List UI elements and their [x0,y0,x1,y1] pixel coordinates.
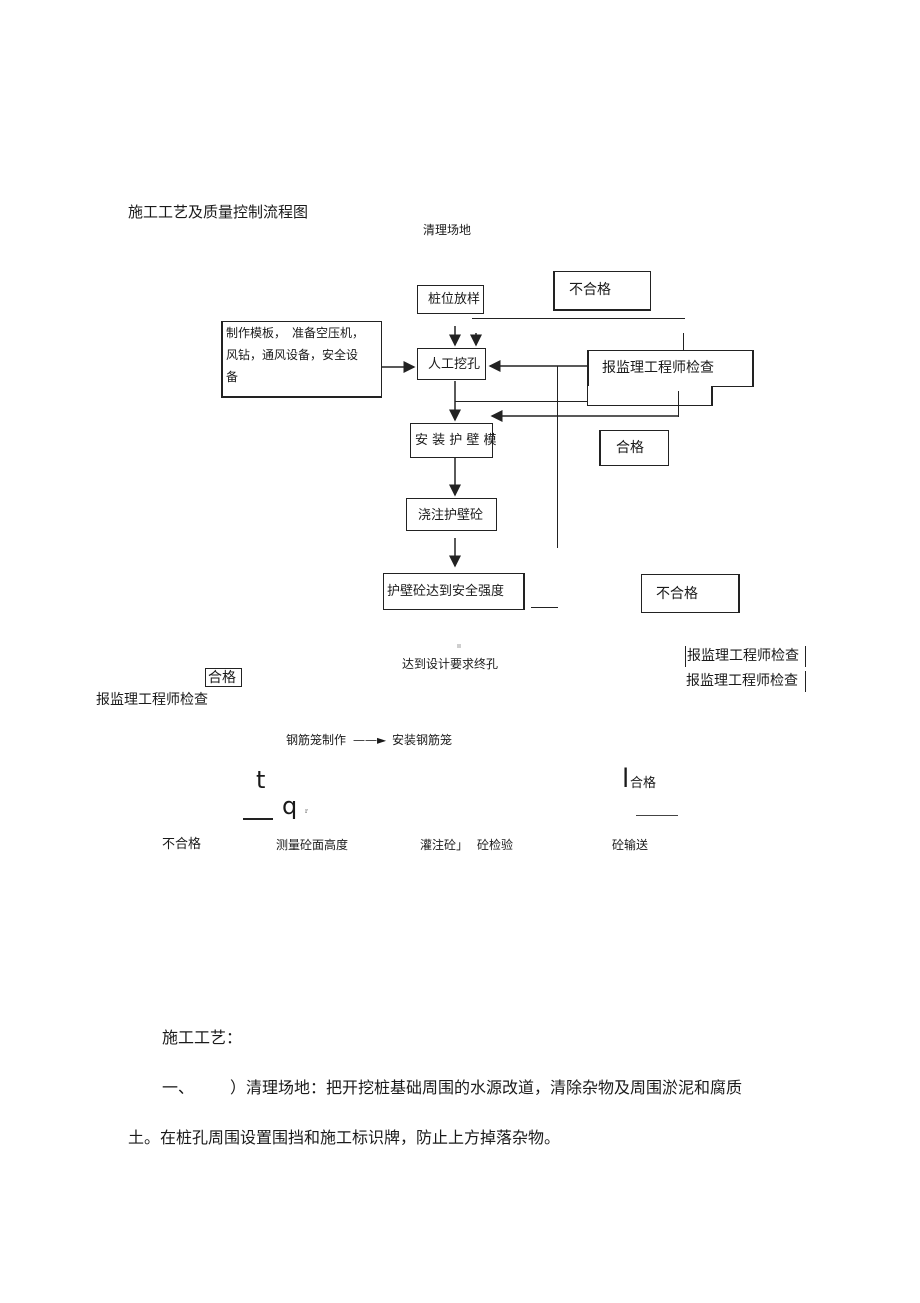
connector-line [455,401,587,402]
manual-dig-label: 人工挖孔 [428,357,481,372]
inspect-right-label-1: 报监理工程师检查 [687,648,799,664]
item1-number: 一、 [162,1078,195,1097]
prep-materials-line2: 风钻，通风设备，安全设 [226,348,359,362]
install-wall-form-box: 安 装 护 壁 模 [410,423,497,458]
pass-left-label: 合格 [208,670,236,686]
pass-left-box: 合格 [205,668,242,687]
glyph-r: r [305,808,308,815]
fail-bottom-label: 不合格 [162,837,202,852]
connector-line [678,391,679,417]
clear-site-label: 清理场地 [423,223,472,237]
underline-mark [243,818,273,820]
pass-top-label: 合格 [616,440,644,456]
rebar-arrow: ——► [353,733,387,747]
connector-line [531,607,558,608]
glyph-t: t [256,766,266,794]
design-depth-label: 达到设计要求终孔 [402,657,499,671]
measure-height-label: 测量砼面高度 [276,838,349,852]
item1-continuation: 土。在桩孔周围设置围挡和施工标识牌，防止上方掉落杂物。 [128,1128,561,1147]
concrete-transport-label: 砼输送 [612,838,649,852]
fail-top-box: 不合格 [553,271,651,311]
wall-strength-box: 护壁砼达到安全强度 [383,573,525,610]
prep-materials-line3: 备 [226,370,239,384]
inspect-top-box: 报监理工程师检查 [587,350,754,387]
pass-right-label: 合格 [630,776,657,791]
fail-mid-label: 不合格 [656,586,698,602]
inspect-right-label-2: 报监理工程师检查 [686,673,798,689]
dash-mark [636,815,678,816]
pour-wall-concrete-box: 浇注护壁砼 [406,498,497,531]
prep-materials-box: 制作模板， 准备空压机， 风钻，通风设备，安全设 备 [221,321,382,398]
glyph-q: q [282,792,298,820]
flow-arrows [382,326,678,648]
prep-materials-line1: 制作模板， 准备空压机， [226,326,365,340]
item1-text: ）清理场地：把开挖桩基础周围的水源改道，清除杂物及周围淤泥和腐质 [230,1078,743,1097]
page-title: 施工工艺及质量控制流程图 [128,203,309,221]
connector-line [683,333,684,351]
manual-dig-box: 人工挖孔 [417,348,486,380]
inspect-top-label: 报监理工程师检查 [602,360,714,376]
connector-line [472,318,685,319]
install-wall-form-label: 安 装 护 壁 模 [415,433,497,448]
fail-top-label: 不合格 [569,282,611,298]
section-heading: 施工工艺： [162,1028,243,1047]
inspect-right-box-2: 报监理工程师检查 [685,671,806,692]
inspect-top-shadow [587,386,713,406]
pile-layout-box: 桩位放样 [417,285,484,314]
rebar-install-label: 安装钢筋笼 [392,733,453,747]
pour-concrete-label: 灌注砼」 [420,838,469,852]
pour-wall-concrete-label: 浇注护壁砼 [418,508,484,523]
inspect-left-label: 报监理工程师检查 [96,692,208,708]
rebar-make-label: 钢筋笼制作 [286,733,347,747]
fail-mid-box: 不合格 [641,574,740,613]
wall-strength-label: 护壁砼达到安全强度 [387,584,505,599]
connector-line [557,366,558,548]
glyph-l: l [622,764,630,794]
pile-layout-label: 桩位放样 [428,292,481,307]
concrete-test-label: 砼检验 [477,838,514,852]
inspect-right-box-1: 报监理工程师检查 [685,646,806,667]
pass-top-box: 合格 [599,430,669,466]
